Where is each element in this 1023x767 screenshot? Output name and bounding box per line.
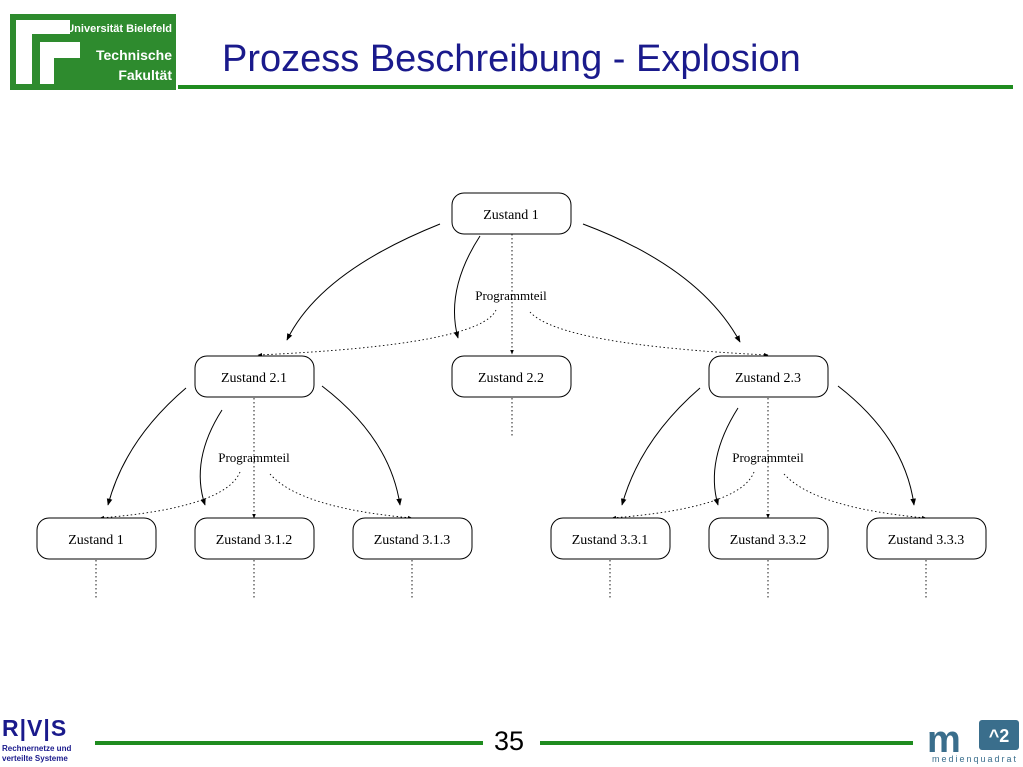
- university-logo: Universität Bielefeld Technische Fakultä…: [10, 14, 176, 90]
- node-3-3-3-label: Zustand 3.3.3: [888, 533, 965, 548]
- m2-mark-letter: m: [927, 719, 961, 761]
- node-3-3-1-box: [550, 517, 671, 560]
- edge-root-to-2-3: [582, 223, 741, 343]
- dotted-right-to-3-3-1: [611, 471, 755, 520]
- page-number: 35: [494, 726, 525, 756]
- node-3-3-2-box: [708, 517, 829, 560]
- m2-logo-subtitle: medienquadrat: [932, 754, 1019, 764]
- m2-badge: [979, 720, 1019, 750]
- edge-root-to-2-1: [286, 223, 441, 341]
- dotted-left-to-3-1: [99, 471, 241, 520]
- logo-line-2: Technische: [96, 47, 172, 63]
- dotted-left-to-3-1-3: [269, 473, 413, 520]
- node-3-1-2-box: [194, 517, 315, 560]
- node-2-3-label: Zustand 2.3: [735, 371, 801, 386]
- label-programmteil-top: Programmteil: [475, 288, 547, 303]
- label-programmteil-right: Programmteil: [732, 450, 804, 465]
- node-3-1-label: Zustand 1: [68, 533, 124, 548]
- edge-root-to-2-2: [453, 235, 481, 339]
- slide-title: Prozess Beschreibung - Explosion: [222, 38, 801, 80]
- rvs-logo-line-2: verteilte Systeme: [2, 754, 68, 763]
- m2-badge-text: ^2: [989, 726, 1010, 746]
- edge-2-3-to-3-3-2: [713, 407, 739, 506]
- node-3-1-3-label: Zustand 3.1.3: [374, 533, 451, 548]
- logo-line-1: Universität Bielefeld: [66, 23, 172, 35]
- node-2-2-box: [451, 355, 572, 398]
- node-2-3-box: [708, 355, 829, 398]
- node-root-label: Zustand 1: [483, 208, 539, 223]
- edge-2-3-to-3-3-1: [620, 387, 701, 506]
- node-3-1-box: [36, 517, 157, 560]
- edge-2-1-to-3-1: [106, 387, 187, 506]
- dotted-top-to-2-1: [257, 309, 497, 357]
- dotted-top-to-2-3: [529, 311, 769, 357]
- medienquadrat-logo: m ^2: [927, 719, 1019, 761]
- logo-line-3: Fakultät: [118, 67, 172, 83]
- dotted-right-to-3-3-3: [783, 473, 927, 520]
- node-3-3-3-box: [866, 517, 987, 560]
- node-2-2-label: Zustand 2.2: [478, 371, 544, 386]
- rvs-logo-line-1: Rechnernetze und: [2, 744, 72, 753]
- edge-2-3-to-3-3-3: [837, 385, 916, 506]
- node-root-box: [451, 192, 572, 235]
- title-underline: [178, 85, 1013, 89]
- node-3-1-3-box: [352, 517, 473, 560]
- node-2-1-box: [194, 355, 315, 398]
- rvs-logo-title: R|V|S: [2, 715, 68, 741]
- node-2-1-label: Zustand 2.1: [221, 371, 287, 386]
- node-3-3-1-label: Zustand 3.3.1: [572, 533, 649, 548]
- footer-rule-right: [540, 741, 913, 745]
- edge-2-1-to-3-1-3: [321, 385, 402, 506]
- edge-2-1-to-3-1-2: [199, 409, 223, 506]
- node-3-3-2-label: Zustand 3.3.2: [730, 533, 807, 548]
- label-programmteil-left: Programmteil: [218, 450, 290, 465]
- node-3-1-2-label: Zustand 3.1.2: [216, 533, 293, 548]
- footer-rule-left: [95, 741, 483, 745]
